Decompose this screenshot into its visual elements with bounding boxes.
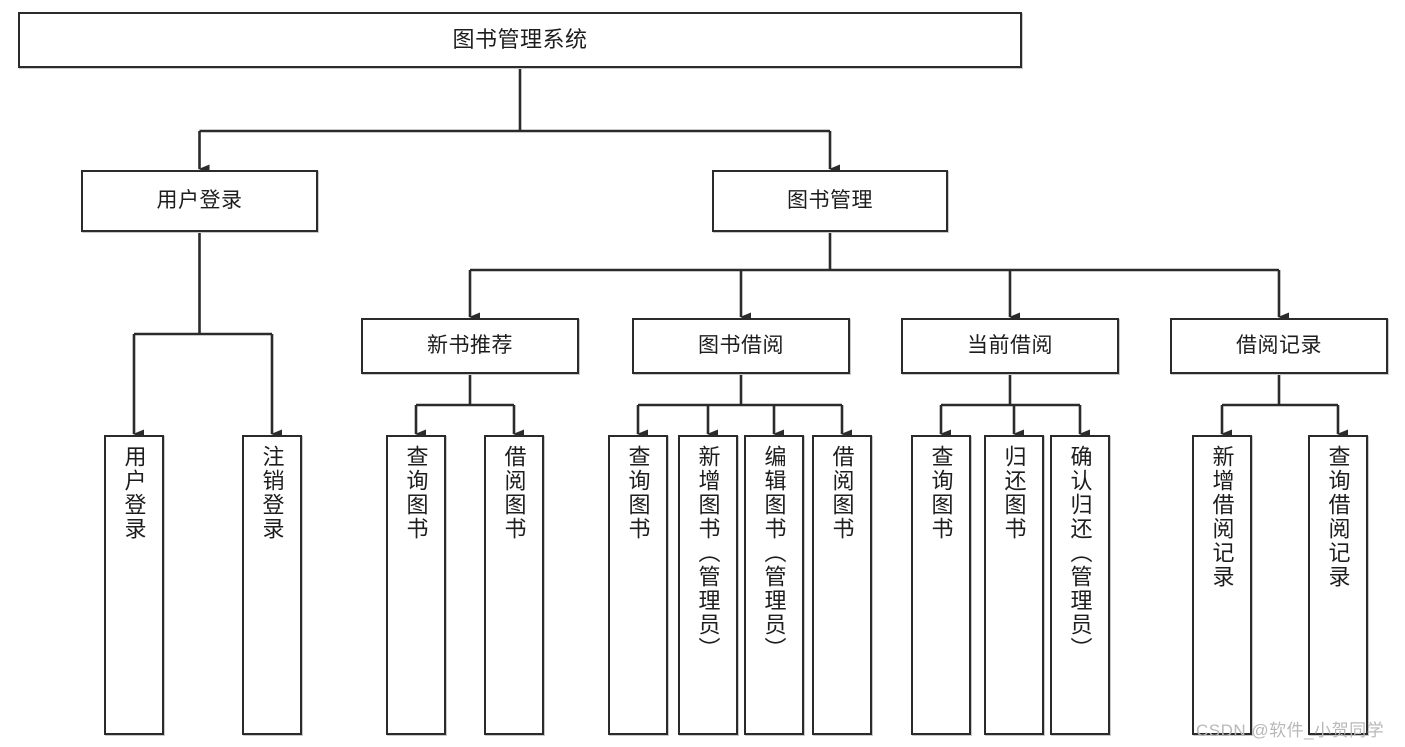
- node-label: 借阅记录: [1236, 334, 1322, 358]
- node-label: 查询图书: [403, 445, 429, 541]
- node-leaf-logout[interactable]: 注销登录: [242, 435, 302, 735]
- node-book-borrow[interactable]: 图书借阅: [632, 318, 850, 374]
- node-label: 图书管理: [787, 189, 873, 213]
- node-label: 归还图书: [1001, 445, 1027, 541]
- node-leaf-user-login[interactable]: 用户登录: [104, 435, 164, 735]
- node-label: 编辑图书（管理员）: [761, 445, 787, 661]
- node-leaf-return-book[interactable]: 归还图书: [984, 435, 1044, 735]
- node-label: 借阅图书: [829, 445, 855, 541]
- node-leaf-edit-book[interactable]: 编辑图书（管理员）: [744, 435, 804, 735]
- node-label: 用户登录: [156, 189, 243, 213]
- node-label: 新增借阅记录: [1209, 445, 1235, 589]
- node-label: 注销登录: [259, 445, 285, 541]
- node-leaf-query-book-1[interactable]: 查询图书: [386, 435, 446, 735]
- node-label: 图书借阅: [698, 334, 784, 358]
- node-user-login[interactable]: 用户登录: [81, 170, 318, 232]
- node-leaf-borrow-book-2[interactable]: 借阅图书: [812, 435, 872, 735]
- node-leaf-add-record[interactable]: 新增借阅记录: [1192, 435, 1252, 735]
- watermark-label: CSDN @软件_小贺同学: [1196, 721, 1385, 740]
- node-label: 确认归还（管理员）: [1067, 445, 1093, 661]
- node-label: 当前借阅: [967, 334, 1053, 358]
- node-label: 查询图书: [625, 445, 651, 541]
- node-leaf-query-book-3[interactable]: 查询图书: [911, 435, 971, 735]
- node-new-book-rec[interactable]: 新书推荐: [361, 318, 579, 374]
- node-current-borrow[interactable]: 当前借阅: [901, 318, 1119, 374]
- node-leaf-query-book-2[interactable]: 查询图书: [608, 435, 668, 735]
- node-root[interactable]: 图书管理系统: [18, 12, 1022, 68]
- node-leaf-query-record[interactable]: 查询借阅记录: [1308, 435, 1368, 735]
- node-leaf-confirm-ret[interactable]: 确认归还（管理员）: [1050, 435, 1110, 735]
- node-borrow-record[interactable]: 借阅记录: [1170, 318, 1388, 374]
- node-label: 查询图书: [928, 445, 954, 541]
- node-label: 新增图书（管理员）: [695, 445, 721, 661]
- node-label: 新书推荐: [427, 334, 513, 358]
- node-leaf-add-book[interactable]: 新增图书（管理员）: [678, 435, 738, 735]
- node-leaf-borrow-book-1[interactable]: 借阅图书: [484, 435, 544, 735]
- node-label: 借阅图书: [501, 445, 527, 541]
- node-label: 图书管理系统: [452, 26, 588, 52]
- node-book-manage[interactable]: 图书管理: [712, 170, 948, 232]
- node-label: 查询借阅记录: [1325, 445, 1351, 589]
- node-label: 用户登录: [121, 445, 147, 541]
